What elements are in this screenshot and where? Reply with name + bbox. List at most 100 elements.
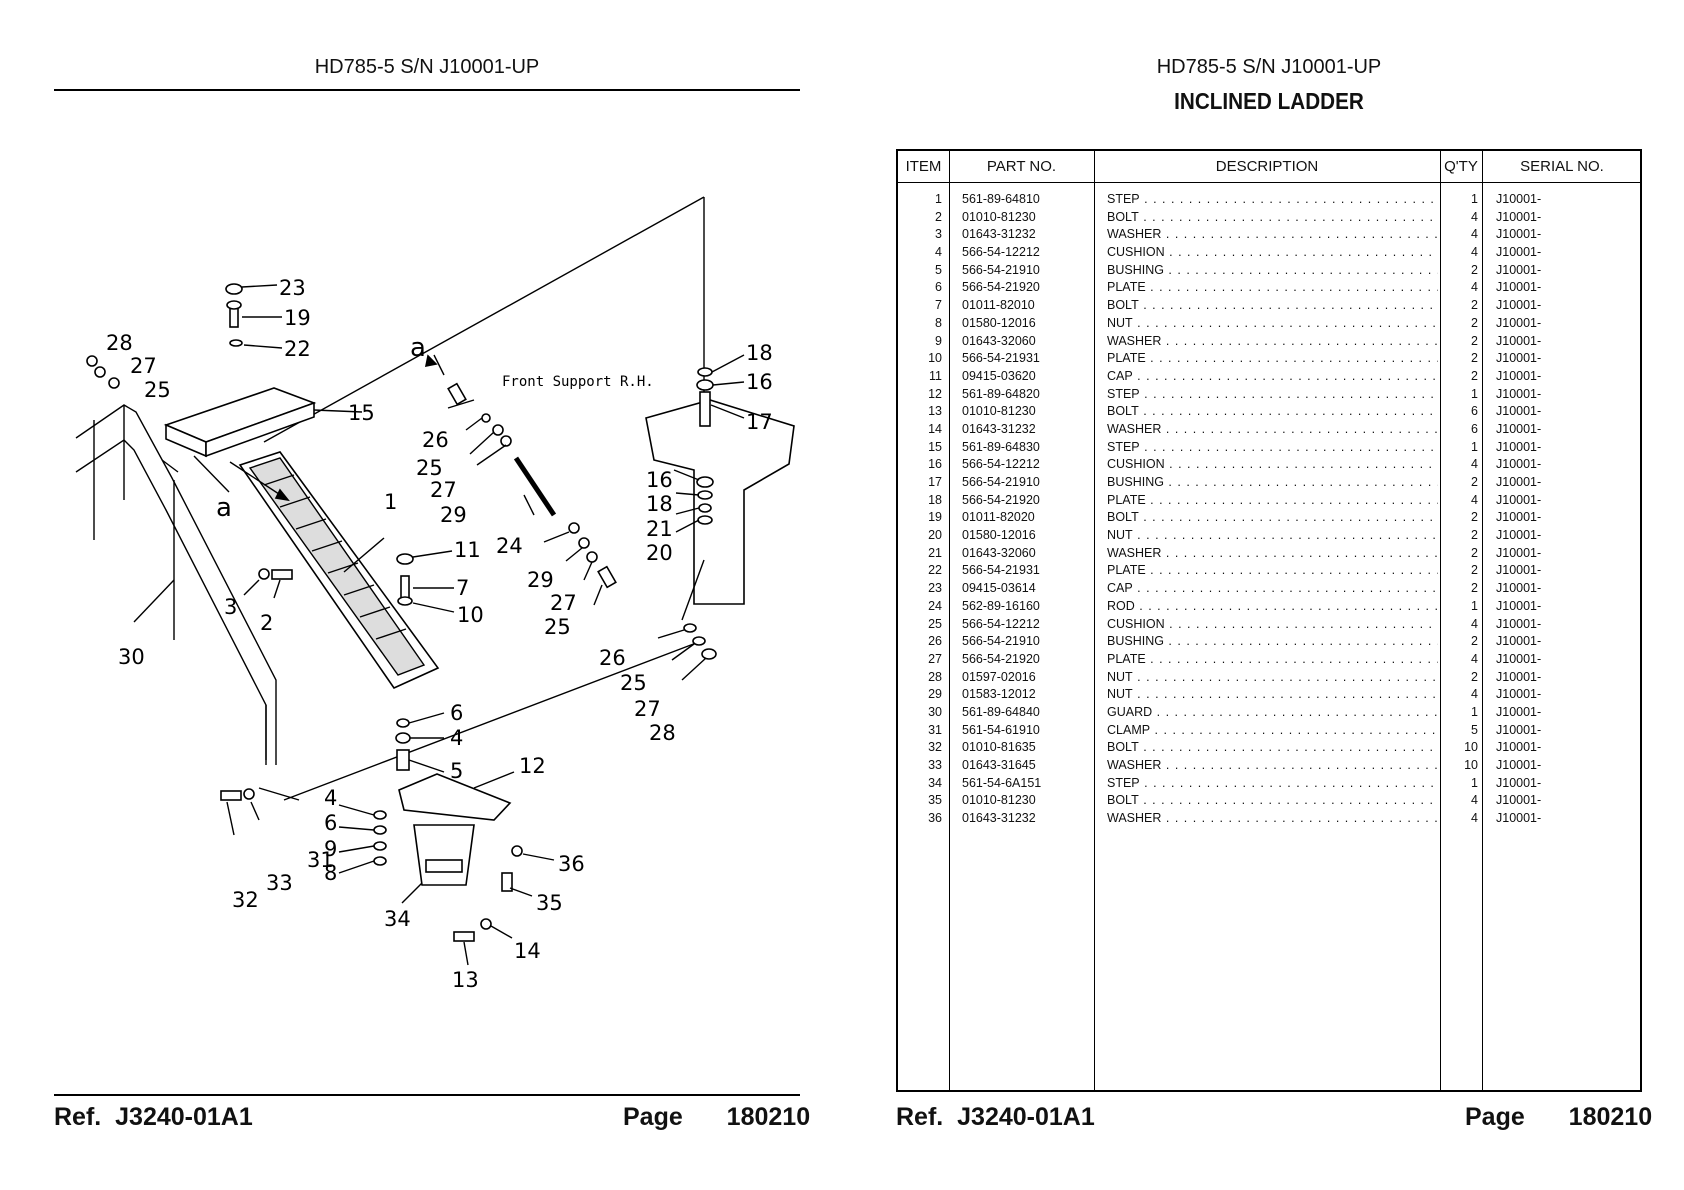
serial-no-cell: J10001- [1496,475,1542,489]
table-header: ITEM PART NO. DESCRIPTION Q'TY SERIAL NO… [898,151,1640,183]
item-cell: 4 [935,245,942,260]
description-cell: BOLT [1107,792,1438,810]
part-no-cell: 01580-12016 [962,315,1036,330]
col-divider [1440,151,1441,1090]
parts-table: ITEM PART NO. DESCRIPTION Q'TY SERIAL NO… [896,149,1642,1092]
item-cell: 33 [928,758,942,772]
callout-10: 10 [457,603,484,627]
callout-27b: 27 [430,478,457,502]
ref-label: Ref. [896,1103,944,1131]
callout-11: 11 [454,538,481,562]
item-cell: 13 [928,404,942,419]
qty-cell: 2 [1471,298,1478,313]
serial-no-cell: J10001- [1496,457,1542,472]
item-cell: 9 [935,333,942,348]
front-support-annotation: Front Support R.H. [502,374,654,390]
right-page-header: HD785-5 S/N J10001-UP [1156,56,1382,78]
callout-27d: 27 [634,697,661,721]
part-no-cell: 01643-32060 [962,333,1036,348]
serial-no-cell: J10001- [1496,722,1542,737]
part-no-cell: 01010-81635 [962,740,1036,755]
qty-cell: 2 [1471,475,1478,489]
right-footer-ref: Ref. J3240-01A1 [896,1103,1095,1132]
part-no-cell: 566-54-21931 [962,351,1040,366]
part-no-cell: 566-54-21920 [962,280,1040,295]
qty-cell: 10 [1464,740,1478,755]
callout-28: 28 [106,331,133,355]
description-cell: STEP [1107,775,1438,793]
callout-31: 31 [307,848,334,872]
description-cell: CUSHION [1107,456,1438,474]
qty-cell: 2 [1471,669,1478,684]
part-no-cell: 566-54-21910 [962,262,1040,277]
qty-cell: 6 [1471,404,1478,419]
description-cell: CAP [1107,580,1438,598]
right-footer-page: Page 180210 [1465,1103,1652,1132]
item-cell: 32 [928,740,942,755]
item-cell: 27 [928,651,942,666]
page-value: 180210 [1568,1103,1653,1131]
item-cell: 35 [928,793,942,808]
header-part-no: PART NO. [986,158,1057,175]
description-cell: NUT [1107,315,1438,333]
qty-cell: 1 [1471,439,1478,454]
serial-no-cell: J10001- [1496,333,1542,348]
page-label: Page [1465,1103,1525,1131]
description-cell: PLATE [1107,279,1438,297]
qty-cell: 4 [1471,245,1478,260]
callout-14: 14 [514,939,541,963]
left-footer-page: Page 180210 [623,1103,810,1132]
part-no-cell: 561-54-6A151 [962,775,1042,790]
ref-label: Ref. [54,1103,102,1131]
item-cell: 29 [928,687,942,702]
serial-no-cell: J10001- [1496,775,1542,790]
description-cell: NUT [1107,686,1438,704]
description-cell: NUT [1107,527,1438,545]
qty-cell: 2 [1471,634,1478,649]
part-no-cell: 01011-82020 [962,510,1035,525]
callout-25: 25 [144,378,171,402]
description-cell: WASHER [1107,333,1438,351]
callout-30: 30 [118,645,145,669]
part-no-cell: 09415-03620 [962,368,1036,383]
page-value: 180210 [726,1103,811,1131]
description-cell: CLAMP [1107,722,1438,740]
item-cell: 20 [928,528,942,543]
qty-cell: 10 [1464,758,1478,772]
serial-no-cell: J10001- [1496,280,1542,295]
description-cell: WASHER [1107,226,1438,244]
description-cell: WASHER [1107,810,1438,828]
ref-value: J3240-01A1 [115,1103,253,1131]
item-cell: 19 [928,510,942,525]
item-cell: 6 [935,280,942,295]
description-cell: PLATE [1107,651,1438,669]
item-cell: 16 [928,457,942,472]
ref-value: J3240-01A1 [957,1103,1095,1131]
description-cell: STEP [1107,386,1438,404]
parts-diagram: Front Support R.H. a a 1 2 3 4 4 5 6 6 7… [75,196,795,992]
callout-26: 26 [422,428,449,452]
part-no-cell: 01643-31645 [962,758,1036,772]
part-no-cell: 01597-02016 [962,669,1036,684]
item-cell: 34 [928,775,942,790]
serial-no-cell: J10001- [1496,368,1542,383]
qty-cell: 2 [1471,351,1478,366]
part-no-cell: 561-89-64810 [962,192,1040,206]
description-cell: BUSHING [1107,633,1438,651]
serial-no-cell: J10001- [1496,758,1542,772]
description-cell: ROD [1107,598,1438,616]
qty-cell: 2 [1471,262,1478,277]
serial-no-cell: J10001- [1496,315,1542,330]
